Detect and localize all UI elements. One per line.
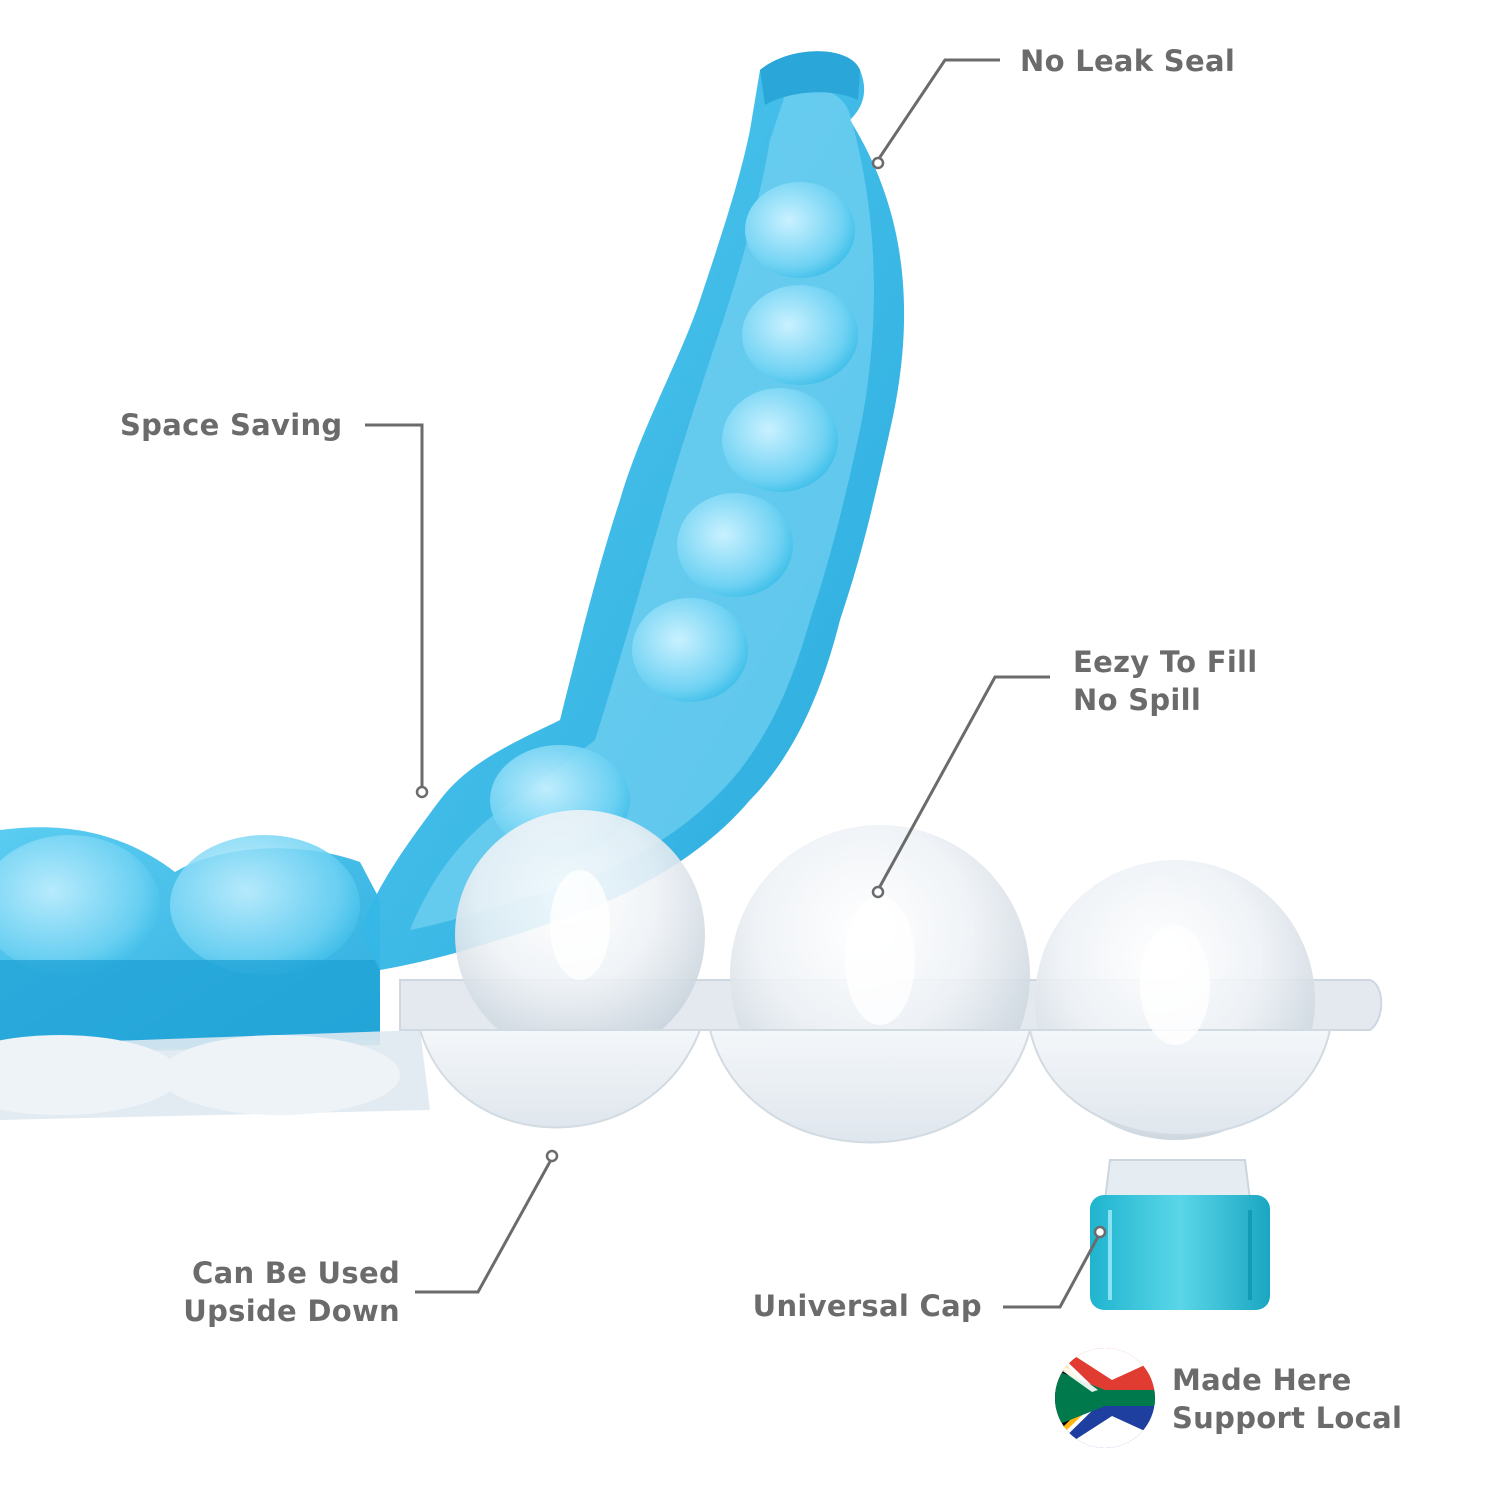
leader-line-eezy-to-fill [876, 675, 1050, 891]
badge-line1: Made Here [1172, 1363, 1352, 1397]
leader-dot-no-leak-seal [871, 156, 885, 170]
leader-dot-space-saving [415, 785, 429, 799]
callout-upside-down-line2: Upside Down [183, 1294, 400, 1328]
callout-eezy-to-fill-line1: Eezy To Fill [1073, 645, 1258, 679]
callout-space-saving-text: Space Saving [120, 408, 343, 442]
leader-dot-eezy-to-fill [871, 885, 885, 899]
leader-line-no-leak-seal [876, 58, 1000, 161]
south-africa-flag-icon [1055, 1348, 1155, 1448]
callout-universal-cap-text: Universal Cap [752, 1289, 982, 1323]
clear-tray [399, 810, 1383, 1144]
callout-upside-down-line1: Can Be Used [192, 1256, 400, 1290]
callout-eezy-to-fill: Eezy To Fill No Spill [1073, 643, 1258, 719]
leader-dots [415, 156, 1107, 1239]
callout-space-saving: Space Saving [120, 406, 342, 444]
callout-universal-cap: Universal Cap [753, 1287, 982, 1325]
callout-eezy-to-fill-line2: No Spill [1073, 683, 1202, 717]
leader-line-space-saving [365, 423, 424, 790]
badge-line2: Support Local [1172, 1401, 1403, 1435]
leader-line-upside-down [415, 1157, 554, 1294]
callout-no-leak-seal: No Leak Seal [1020, 42, 1235, 80]
made-here-badge: Made Here Support Local [1172, 1361, 1402, 1437]
universal-cap-part [1090, 1159, 1270, 1310]
leader-lines [365, 58, 1102, 1309]
leader-line-universal-cap [1003, 1232, 1102, 1309]
flat-lid-section [0, 827, 430, 1120]
leader-dot-universal-cap [1093, 1225, 1107, 1239]
callout-no-leak-seal-text: No Leak Seal [1020, 44, 1236, 78]
leader-dot-upside-down [545, 1149, 559, 1163]
callout-upside-down: Can Be Used Upside Down [183, 1254, 400, 1330]
